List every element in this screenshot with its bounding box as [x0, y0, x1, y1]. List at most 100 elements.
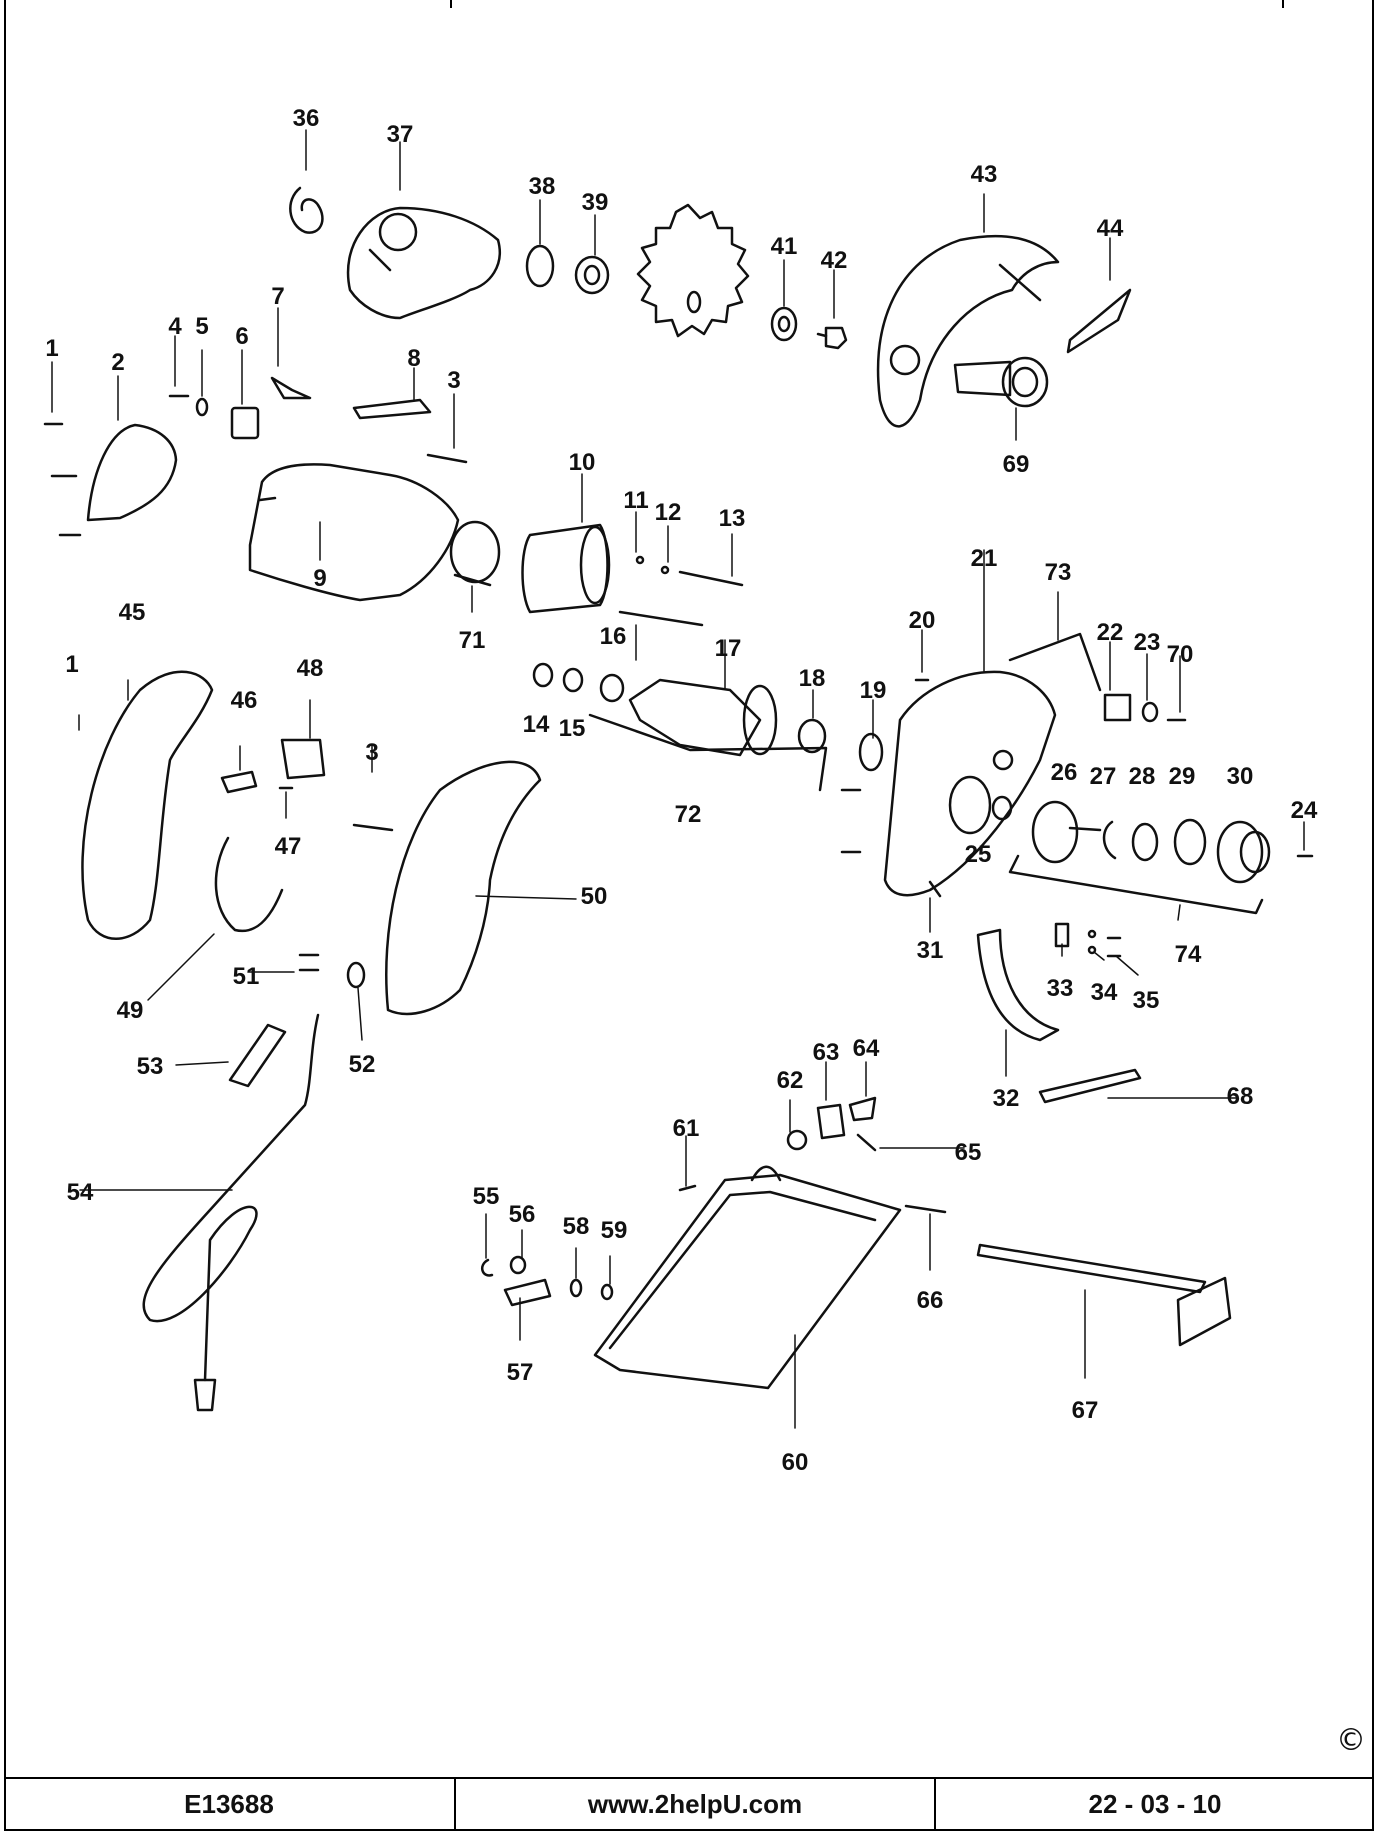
- callout-12: 12: [655, 499, 682, 526]
- callout-53: 53: [137, 1053, 164, 1080]
- armature-assembly: [532, 662, 884, 772]
- part-25-bushing: [991, 795, 1013, 821]
- part-9-motor-housing: [248, 463, 460, 602]
- callout-18: 18: [799, 665, 826, 692]
- callout-29: 29: [1169, 763, 1196, 790]
- part-21-gear-housing: [883, 670, 1057, 897]
- callout-17: 17: [715, 635, 742, 662]
- part-8-label: [352, 398, 432, 420]
- callout-25: 25: [965, 841, 992, 868]
- bracket-73: [1008, 632, 1102, 692]
- callout-28: 28: [1129, 763, 1156, 790]
- footer-website: www.2helpU.com: [456, 1779, 936, 1829]
- callout-6: 6: [235, 323, 248, 350]
- callout-51: 51: [233, 963, 260, 990]
- callout-15: 15: [559, 715, 586, 742]
- callout-38: 38: [529, 173, 556, 200]
- callout-21: 21: [971, 545, 998, 572]
- parts-46-47-48: [220, 738, 326, 794]
- screws-housing: [840, 678, 942, 898]
- footer-date: 22 - 03 - 10: [1088, 1788, 1222, 1819]
- part-45-handle-left: [81, 670, 214, 940]
- top-divider-tick: [450, 0, 452, 8]
- callout-74: 74: [1175, 941, 1202, 968]
- parts-33-34-35: [1054, 922, 1122, 958]
- part-66-pin: [904, 1204, 947, 1214]
- parts-5-6-7: [195, 376, 312, 440]
- callout-9: 9: [313, 565, 326, 592]
- part-67-rip-fence: [976, 1243, 1232, 1347]
- part-71-baffle: [449, 520, 501, 587]
- callout-65: 65: [955, 1139, 982, 1166]
- callout-16: 16: [600, 623, 627, 650]
- callout-26: 26: [1051, 759, 1078, 786]
- top-divider-tick: [1282, 0, 1284, 8]
- part-2-end-cap: [86, 423, 178, 522]
- saw-blade: [636, 203, 750, 338]
- callout-46: 46: [231, 687, 258, 714]
- callout-20: 20: [909, 607, 936, 634]
- callout-3: 3: [365, 739, 378, 766]
- callout-35: 35: [1133, 987, 1160, 1014]
- callout-42: 42: [821, 247, 848, 274]
- screws-top-left: [43, 394, 190, 537]
- callout-52: 52: [349, 1051, 376, 1078]
- gear-assembly: [1031, 800, 1271, 884]
- callout-67: 67: [1072, 1397, 1099, 1424]
- callout-14: 14: [523, 711, 550, 738]
- part-32-riving-knife: [976, 928, 1060, 1042]
- part-3-screw: [352, 453, 468, 832]
- callout-4: 4: [168, 313, 182, 340]
- callout-59: 59: [601, 1217, 628, 1244]
- callout-7: 7: [271, 283, 284, 310]
- callout-5: 5: [195, 313, 208, 340]
- callout-41: 41: [771, 233, 798, 260]
- callout-37: 37: [387, 121, 414, 148]
- callout-68: 68: [1227, 1083, 1254, 1110]
- part-68-wrench: [1038, 1068, 1142, 1104]
- callout-60: 60: [782, 1449, 809, 1476]
- callout-2: 2: [111, 349, 124, 376]
- callout-24: 24: [1291, 797, 1318, 824]
- part-39-flange: [574, 255, 610, 295]
- callout-61: 61: [673, 1115, 700, 1142]
- parts-55-59: [480, 1255, 614, 1307]
- callout-8: 8: [407, 345, 420, 372]
- callout-1: 1: [45, 335, 58, 362]
- callout-64: 64: [853, 1035, 880, 1062]
- copyright-mark: ©: [1336, 1723, 1366, 1758]
- part-37-upper-guard: [346, 206, 501, 320]
- callout-22: 22: [1097, 619, 1124, 646]
- part-44-label: [1066, 288, 1132, 354]
- footer-bar: E13688 www.2helpU.com 22 - 03 - 10: [4, 1777, 1374, 1831]
- callout-62: 62: [777, 1067, 804, 1094]
- callout-27: 27: [1090, 763, 1117, 790]
- part-43-lower-guard: [876, 234, 1060, 428]
- callout-71: 71: [459, 627, 486, 654]
- callout-36: 36: [293, 105, 320, 132]
- callout-43: 43: [971, 161, 998, 188]
- parts-11-12-13: [618, 555, 744, 627]
- callout-63: 63: [813, 1039, 840, 1066]
- part-54-power-cord: [142, 1013, 320, 1412]
- callout-72: 72: [675, 801, 702, 828]
- callout-32: 32: [993, 1085, 1020, 1112]
- callout-39: 39: [582, 189, 609, 216]
- callout-19: 19: [860, 677, 887, 704]
- part-53-cord-protector: [228, 1023, 287, 1088]
- callout-3: 3: [447, 367, 460, 394]
- parts-22-23-70: [1103, 693, 1187, 723]
- part-42-bolt: [816, 326, 848, 350]
- footer-model-number: E13688: [4, 1779, 456, 1829]
- callout-70: 70: [1167, 641, 1194, 668]
- callout-23: 23: [1134, 629, 1161, 656]
- part-69-dust-port: [953, 356, 1049, 408]
- exploded-parts-diagram: 1123345678910111213141516171819202122232…: [43, 105, 1318, 1476]
- callout-13: 13: [719, 505, 746, 532]
- callout-47: 47: [275, 833, 302, 860]
- part-36-clip: [289, 186, 324, 234]
- parts-51-52: [298, 953, 366, 989]
- part-61-pin: [678, 1184, 697, 1192]
- page-frame: [4, 0, 1374, 1831]
